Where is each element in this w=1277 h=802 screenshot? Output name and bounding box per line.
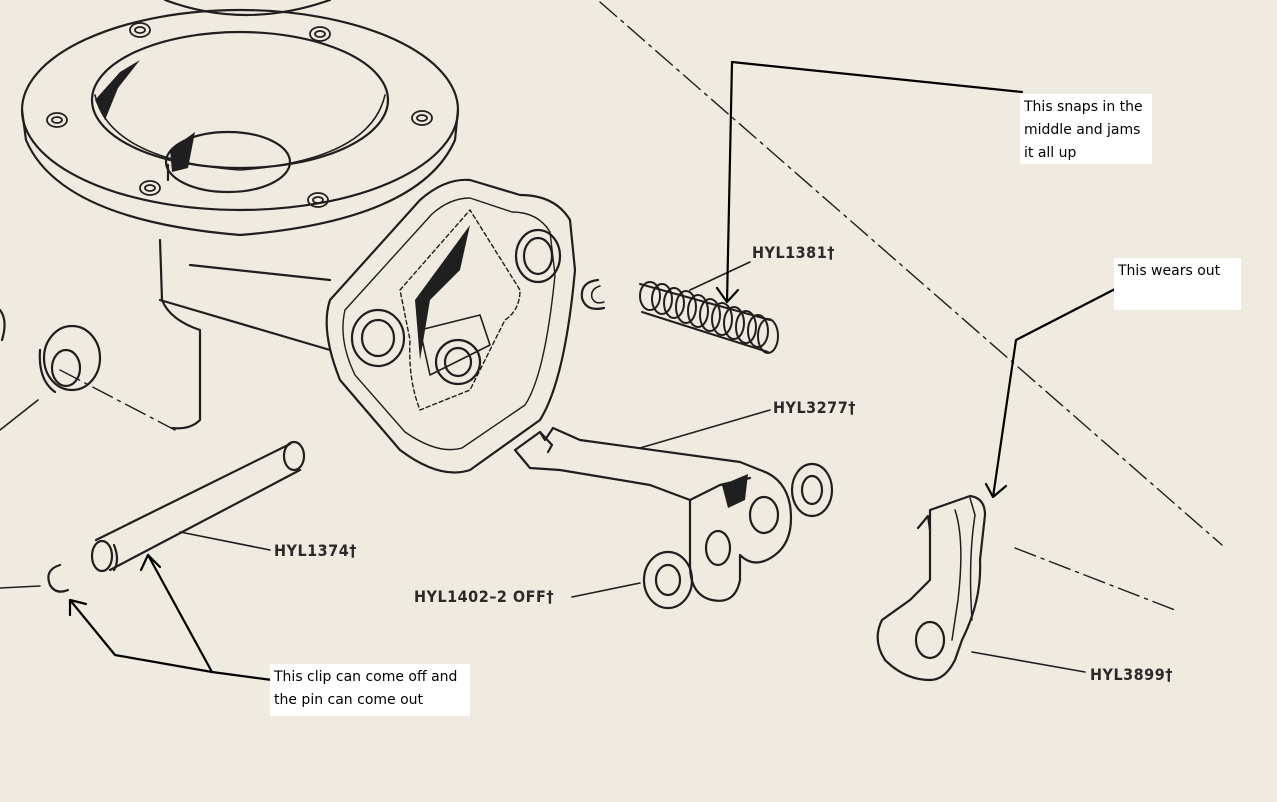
coil-spring xyxy=(639,281,779,354)
housing-flange xyxy=(20,0,460,430)
part-number-pin: HYL1374† xyxy=(274,541,357,560)
cover-plate xyxy=(325,178,577,474)
left-thrust-washer xyxy=(0,308,102,431)
part-number-washers: HYL1402–2 OFF† xyxy=(414,587,555,606)
pawl xyxy=(876,494,987,682)
part-number-spring: HYL1381† xyxy=(752,243,835,262)
note-spring-snaps: This snaps in the middle and jams it all… xyxy=(1020,94,1152,164)
annotation-arrows xyxy=(68,60,1119,682)
flange-bolt-holes xyxy=(46,22,433,208)
upper-circlip xyxy=(580,278,606,310)
part-number-lever: HYL3277† xyxy=(773,398,856,417)
pivot-pin xyxy=(90,440,306,573)
lever-washers xyxy=(642,462,834,610)
part-number-pawl: HYL3899† xyxy=(1090,665,1173,684)
note-clip-pin: This clip can come off and the pin can c… xyxy=(270,664,470,716)
lower-circlip xyxy=(0,563,70,593)
part-leader-lines xyxy=(179,261,1086,673)
operating-lever xyxy=(513,426,793,602)
assembly-axis-line xyxy=(59,1,1223,611)
note-pawl-wears: This wears out xyxy=(1114,258,1241,310)
